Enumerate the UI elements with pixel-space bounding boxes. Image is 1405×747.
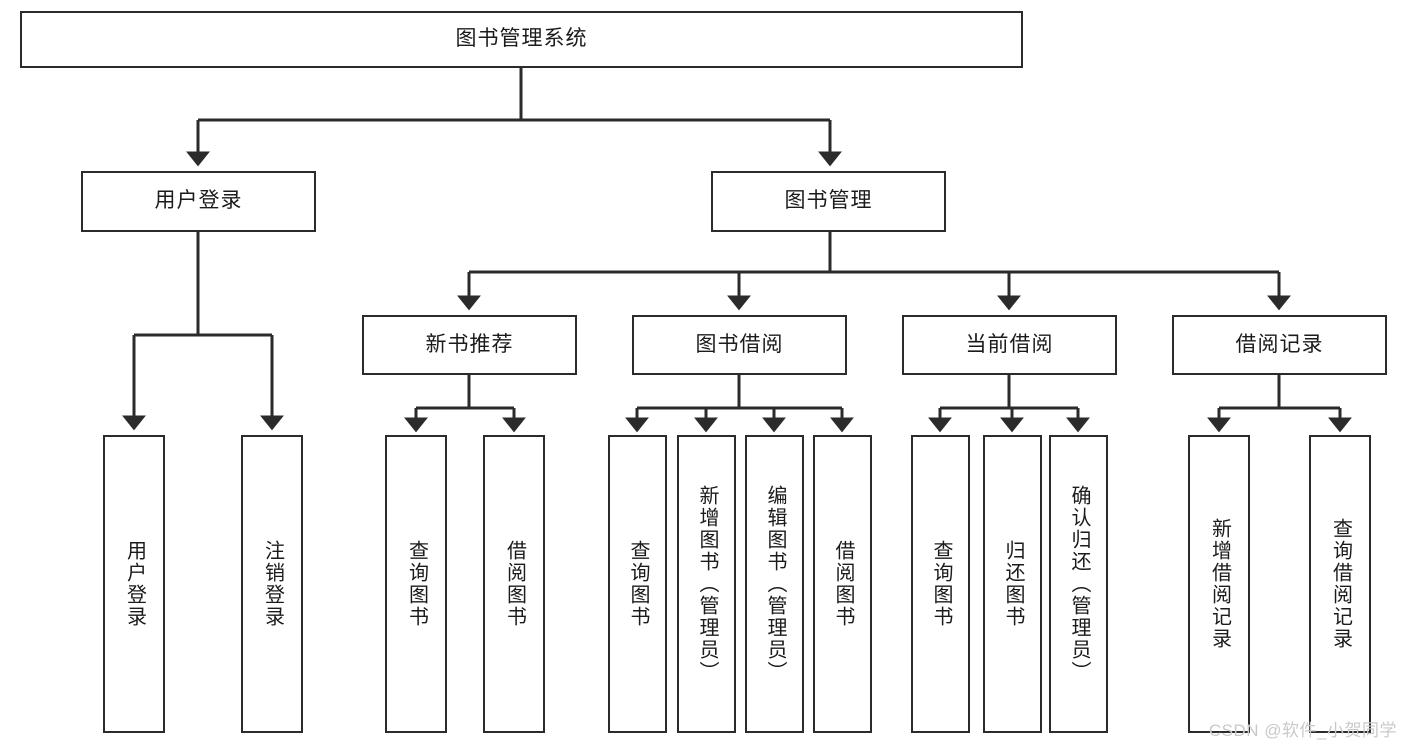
node-leaf-query-record[interactable]: 查询借阅记录: [1309, 435, 1371, 733]
node-current-borrow-label: 当前借阅: [965, 332, 1054, 356]
node-leaf-borrow-book-2-label: 借阅图书: [832, 540, 854, 628]
node-leaf-return-book-label: 归还图书: [1002, 540, 1024, 628]
node-leaf-confirm-return-label: 确认归还（管理员）: [1068, 485, 1090, 683]
node-user-login-label: 用户登录: [154, 189, 243, 213]
node-leaf-user-login[interactable]: 用户登录: [103, 435, 165, 733]
node-leaf-query-book-3[interactable]: 查询图书: [911, 435, 970, 733]
node-leaf-return-book[interactable]: 归还图书: [983, 435, 1042, 733]
node-book-manage-label: 图书管理: [784, 189, 873, 213]
node-leaf-add-record-label: 新增借阅记录: [1208, 518, 1231, 650]
node-leaf-add-book[interactable]: 新增图书（管理员）: [677, 435, 736, 733]
node-leaf-user-logout[interactable]: 注销登录: [241, 435, 303, 733]
node-leaf-query-book-2[interactable]: 查询图书: [608, 435, 667, 733]
node-book-manage[interactable]: 图书管理: [711, 171, 946, 232]
node-leaf-edit-book[interactable]: 编辑图书（管理员）: [745, 435, 804, 733]
node-current-borrow[interactable]: 当前借阅: [902, 315, 1117, 375]
node-root-label: 图书管理系统: [455, 27, 588, 51]
node-book-borrow[interactable]: 图书借阅: [632, 315, 847, 375]
node-leaf-query-book-1-label: 查询图书: [405, 540, 428, 628]
node-user-login[interactable]: 用户登录: [81, 171, 316, 232]
node-leaf-add-book-label: 新增图书（管理员）: [696, 485, 718, 683]
node-leaf-borrow-book-1[interactable]: 借阅图书: [483, 435, 545, 733]
node-new-book-recommend-label: 新书推荐: [425, 332, 514, 356]
node-leaf-user-login-label: 用户登录: [123, 540, 146, 628]
node-root[interactable]: 图书管理系统: [20, 11, 1023, 68]
node-leaf-confirm-return[interactable]: 确认归还（管理员）: [1049, 435, 1108, 733]
node-leaf-user-logout-label: 注销登录: [261, 540, 284, 628]
node-borrow-record[interactable]: 借阅记录: [1172, 315, 1387, 375]
node-leaf-edit-book-label: 编辑图书（管理员）: [764, 485, 786, 683]
node-leaf-borrow-book-1-label: 借阅图书: [503, 540, 526, 628]
node-leaf-query-book-1[interactable]: 查询图书: [385, 435, 447, 733]
node-leaf-query-record-label: 查询借阅记录: [1329, 518, 1352, 650]
node-new-book-recommend[interactable]: 新书推荐: [362, 315, 577, 375]
node-leaf-add-record[interactable]: 新增借阅记录: [1188, 435, 1250, 733]
node-leaf-query-book-2-label: 查询图书: [627, 540, 649, 628]
csdn-watermark: CSDN @软件_小贺同学: [1208, 721, 1397, 740]
node-leaf-borrow-book-2[interactable]: 借阅图书: [813, 435, 872, 733]
node-leaf-query-book-3-label: 查询图书: [930, 540, 952, 628]
node-borrow-record-label: 借阅记录: [1235, 332, 1324, 356]
node-book-borrow-label: 图书借阅: [695, 332, 784, 356]
